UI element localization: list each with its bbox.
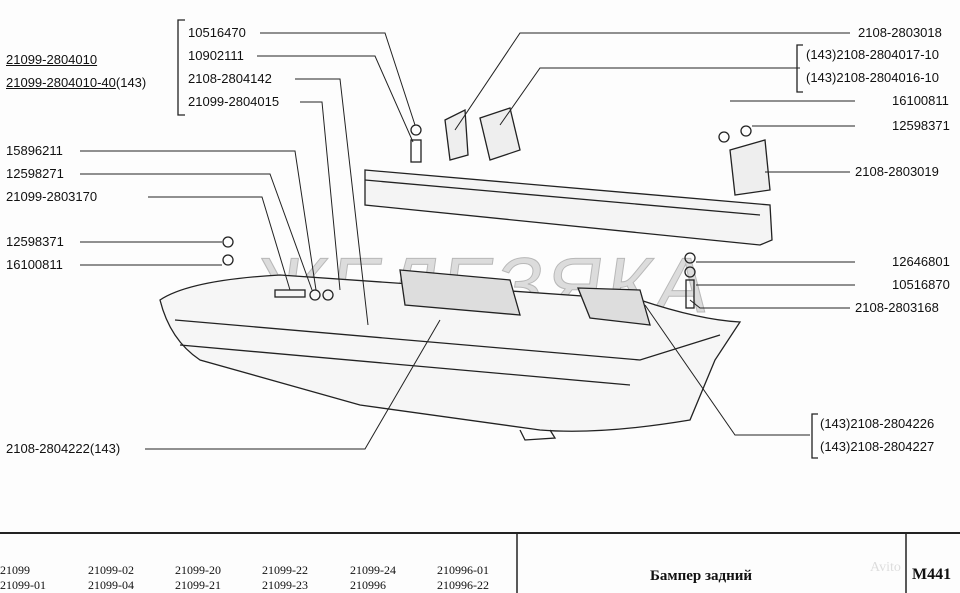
part-label: (143)2108-2804017-10 bbox=[806, 47, 939, 62]
bumper-pad bbox=[399, 269, 521, 316]
leader-lines bbox=[80, 32, 855, 450]
model-code: 21099 bbox=[0, 563, 30, 577]
part-label: 2108-2803168 bbox=[855, 300, 939, 315]
part-label: 12598371 bbox=[892, 118, 950, 133]
part-label: 12646801 bbox=[892, 254, 950, 269]
assembly-code-variant: 21099-2804010-40(143) bbox=[6, 75, 146, 90]
cap-group-bracket bbox=[811, 413, 818, 459]
model-code: 21099-02 bbox=[88, 563, 134, 577]
part-label: 10902111 bbox=[188, 48, 244, 63]
model-code: 21099-22 bbox=[262, 563, 308, 577]
part-label: 16100811 bbox=[6, 257, 63, 272]
part-label: 12598371 bbox=[6, 234, 64, 249]
assembly-code-alt: 21099-2804010-40 bbox=[6, 75, 116, 90]
part-label: 21099-2803170 bbox=[6, 189, 98, 204]
part-label: 16100811 bbox=[892, 93, 949, 108]
model-code: 21099-23 bbox=[262, 578, 308, 592]
part-label: 2108-2803019 bbox=[855, 164, 939, 179]
model-code: 21099-04 bbox=[88, 578, 134, 592]
model-code: 210996-01 bbox=[437, 563, 489, 577]
mount-bracket bbox=[479, 107, 521, 161]
diagram-title: Бампер задний bbox=[650, 568, 753, 584]
part-label: 10516470 bbox=[188, 25, 246, 40]
model-code: 21099-24 bbox=[350, 563, 396, 577]
avito-watermark: Avito bbox=[870, 560, 901, 575]
assembly-code: 21099-2804010 bbox=[6, 52, 98, 67]
mount-bracket bbox=[444, 108, 469, 161]
part-label: (143)2108-2804227 bbox=[820, 439, 935, 454]
part-label: 10516870 bbox=[892, 277, 950, 292]
assembly-suffix: (143) bbox=[115, 75, 147, 90]
part-label: (143)2108-2804016-10 bbox=[806, 70, 939, 85]
part-label: 15896211 bbox=[6, 143, 63, 158]
part-label: 21099-2804015 bbox=[188, 94, 280, 109]
model-code: 210996-22 bbox=[437, 578, 489, 592]
model-code: 210996 bbox=[350, 578, 386, 592]
part-label: 12598271 bbox=[6, 166, 64, 181]
top-group-bracket bbox=[177, 19, 185, 116]
bumper-beam bbox=[364, 169, 773, 246]
model-code: 21099-21 bbox=[175, 578, 221, 592]
part-label: 2108-2804222(143) bbox=[6, 441, 121, 456]
part-label: (143)2108-2804226 bbox=[820, 416, 935, 431]
diagram-code: M441 bbox=[912, 566, 952, 583]
bumper-cap bbox=[577, 287, 651, 326]
part-label: 2108-2804142 bbox=[188, 71, 272, 86]
model-code: 21099-20 bbox=[175, 563, 221, 577]
part-label: 2108-2803018 bbox=[858, 25, 942, 40]
mount-bracket bbox=[729, 139, 771, 196]
model-code: 21099-01 bbox=[0, 578, 46, 592]
